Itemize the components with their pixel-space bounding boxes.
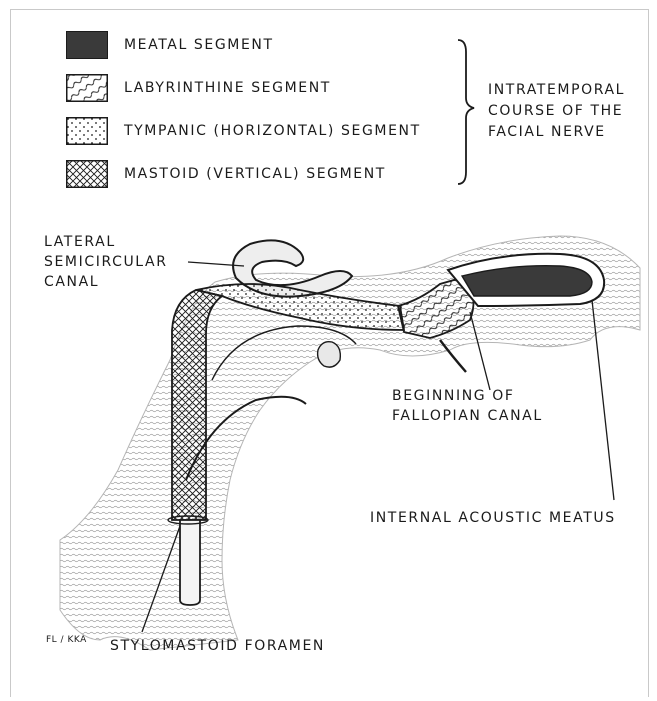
legend-label-labyrinthine: LABYRINTHINE SEGMENT	[124, 78, 331, 98]
legend-label-meatal: MEATAL SEGMENT	[124, 35, 274, 55]
annotation-lateral-canal-2: SEMICIRCULAR	[44, 252, 168, 272]
ossicle-shape	[318, 342, 341, 367]
legend-bracket	[458, 40, 474, 184]
annotation-foramen: STYLOMASTOID FORAMEN	[110, 636, 325, 656]
nerve-trunk-shape	[180, 520, 200, 605]
legend-swatch-tympanic	[66, 117, 108, 145]
legend-swatch-meatal	[66, 31, 108, 59]
annotation-lateral-canal-3: CANAL	[44, 272, 99, 292]
artist-signature: FL / KKA	[46, 630, 87, 650]
group-label-line-2: COURSE OF THE	[488, 101, 623, 121]
group-label-line-3: FACIAL NERVE	[488, 122, 606, 142]
annotation-fallopian-1: BEGINNING OF	[392, 386, 515, 406]
group-label-line-1: INTRATEMPORAL	[488, 80, 625, 100]
annotation-meatus: INTERNAL ACOUSTIC MEATUS	[370, 508, 616, 528]
legend-label-mastoid: MASTOID (VERTICAL) SEGMENT	[124, 164, 386, 184]
annotation-lateral-canal-1: LATERAL	[44, 232, 116, 252]
legend-swatch-mastoid	[66, 160, 108, 188]
annotation-fallopian-2: FALLOPIAN CANAL	[392, 406, 543, 426]
legend-label-tympanic: TYMPANIC (HORIZONTAL) SEGMENT	[124, 121, 421, 141]
legend-swatch-labyrinthine	[66, 74, 108, 102]
